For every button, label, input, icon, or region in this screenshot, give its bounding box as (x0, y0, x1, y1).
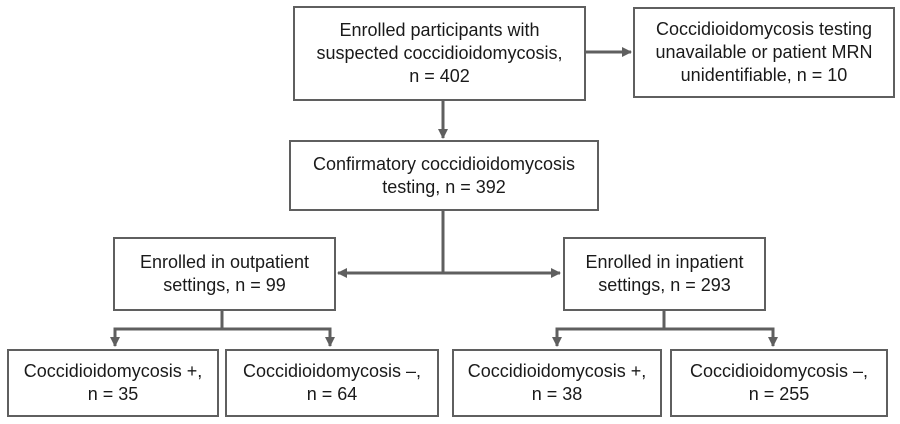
box-confirmatory: Confirmatory coccidioidomycosis testing,… (289, 140, 599, 211)
box-confirmatory-line-1: Confirmatory coccidioidomycosis (312, 153, 576, 174)
box-excluded-line-1: Coccidioidomycosis testing (655, 19, 873, 39)
arrow-to-outpatient-positive (110, 311, 224, 347)
box-excluded-line-3: unidentifiable, n = 10 (680, 65, 848, 85)
box-outpatient-positive-line-2: n = 35 (87, 384, 139, 404)
box-inpatient-line-2: settings, n = 293 (598, 275, 731, 295)
box-inpatient-positive: Coccidioidomycosis +, n = 38 (452, 349, 662, 417)
box-outpatient-negative-line-2: n = 64 (306, 384, 358, 404)
box-inpatient-negative: Coccidioidomycosis –, n = 255 (670, 349, 888, 417)
box-excluded-line-2: unavailable or patient MRN (655, 42, 873, 62)
box-inpatient-positive-line-2: n = 38 (531, 384, 583, 404)
box-enrolled: Enrolled participants with suspected coc… (293, 6, 586, 101)
box-enrolled-line-1: Enrolled participants with (339, 20, 540, 40)
box-enrolled-line-2: suspected coccidioidomycosis, (316, 43, 563, 63)
arrow-to-outpatient-negative (222, 327, 335, 347)
box-outpatient-positive: Coccidioidomycosis +, n = 35 (7, 349, 219, 417)
box-outpatient: Enrolled in outpatient settings, n = 99 (113, 237, 336, 311)
box-confirmatory-line-2: testing, n = 392 (382, 176, 506, 197)
box-outpatient-negative-line-1: Coccidioidomycosis –, (242, 361, 422, 381)
box-inpatient-positive-line-1: Coccidioidomycosis +, (467, 361, 647, 381)
box-inpatient: Enrolled in inpatient settings, n = 293 (563, 237, 766, 311)
box-outpatient-positive-line-1: Coccidioidomycosis +, (23, 361, 203, 381)
box-outpatient-negative: Coccidioidomycosis –, n = 64 (225, 349, 439, 417)
arrow-to-inpatient-negative (664, 327, 778, 347)
box-inpatient-negative-line-1: Coccidioidomycosis –, (689, 361, 869, 381)
arrow-to-inpatient-positive (552, 311, 666, 347)
box-outpatient-line-1: Enrolled in outpatient (139, 252, 310, 272)
box-inpatient-line-1: Enrolled in inpatient (585, 252, 744, 272)
box-outpatient-line-2: settings, n = 99 (163, 275, 286, 295)
box-excluded: Coccidioidomycosis testing unavailable o… (633, 7, 895, 98)
box-enrolled-line-3: n = 402 (409, 66, 470, 86)
box-inpatient-negative-line-2: n = 255 (748, 384, 810, 404)
